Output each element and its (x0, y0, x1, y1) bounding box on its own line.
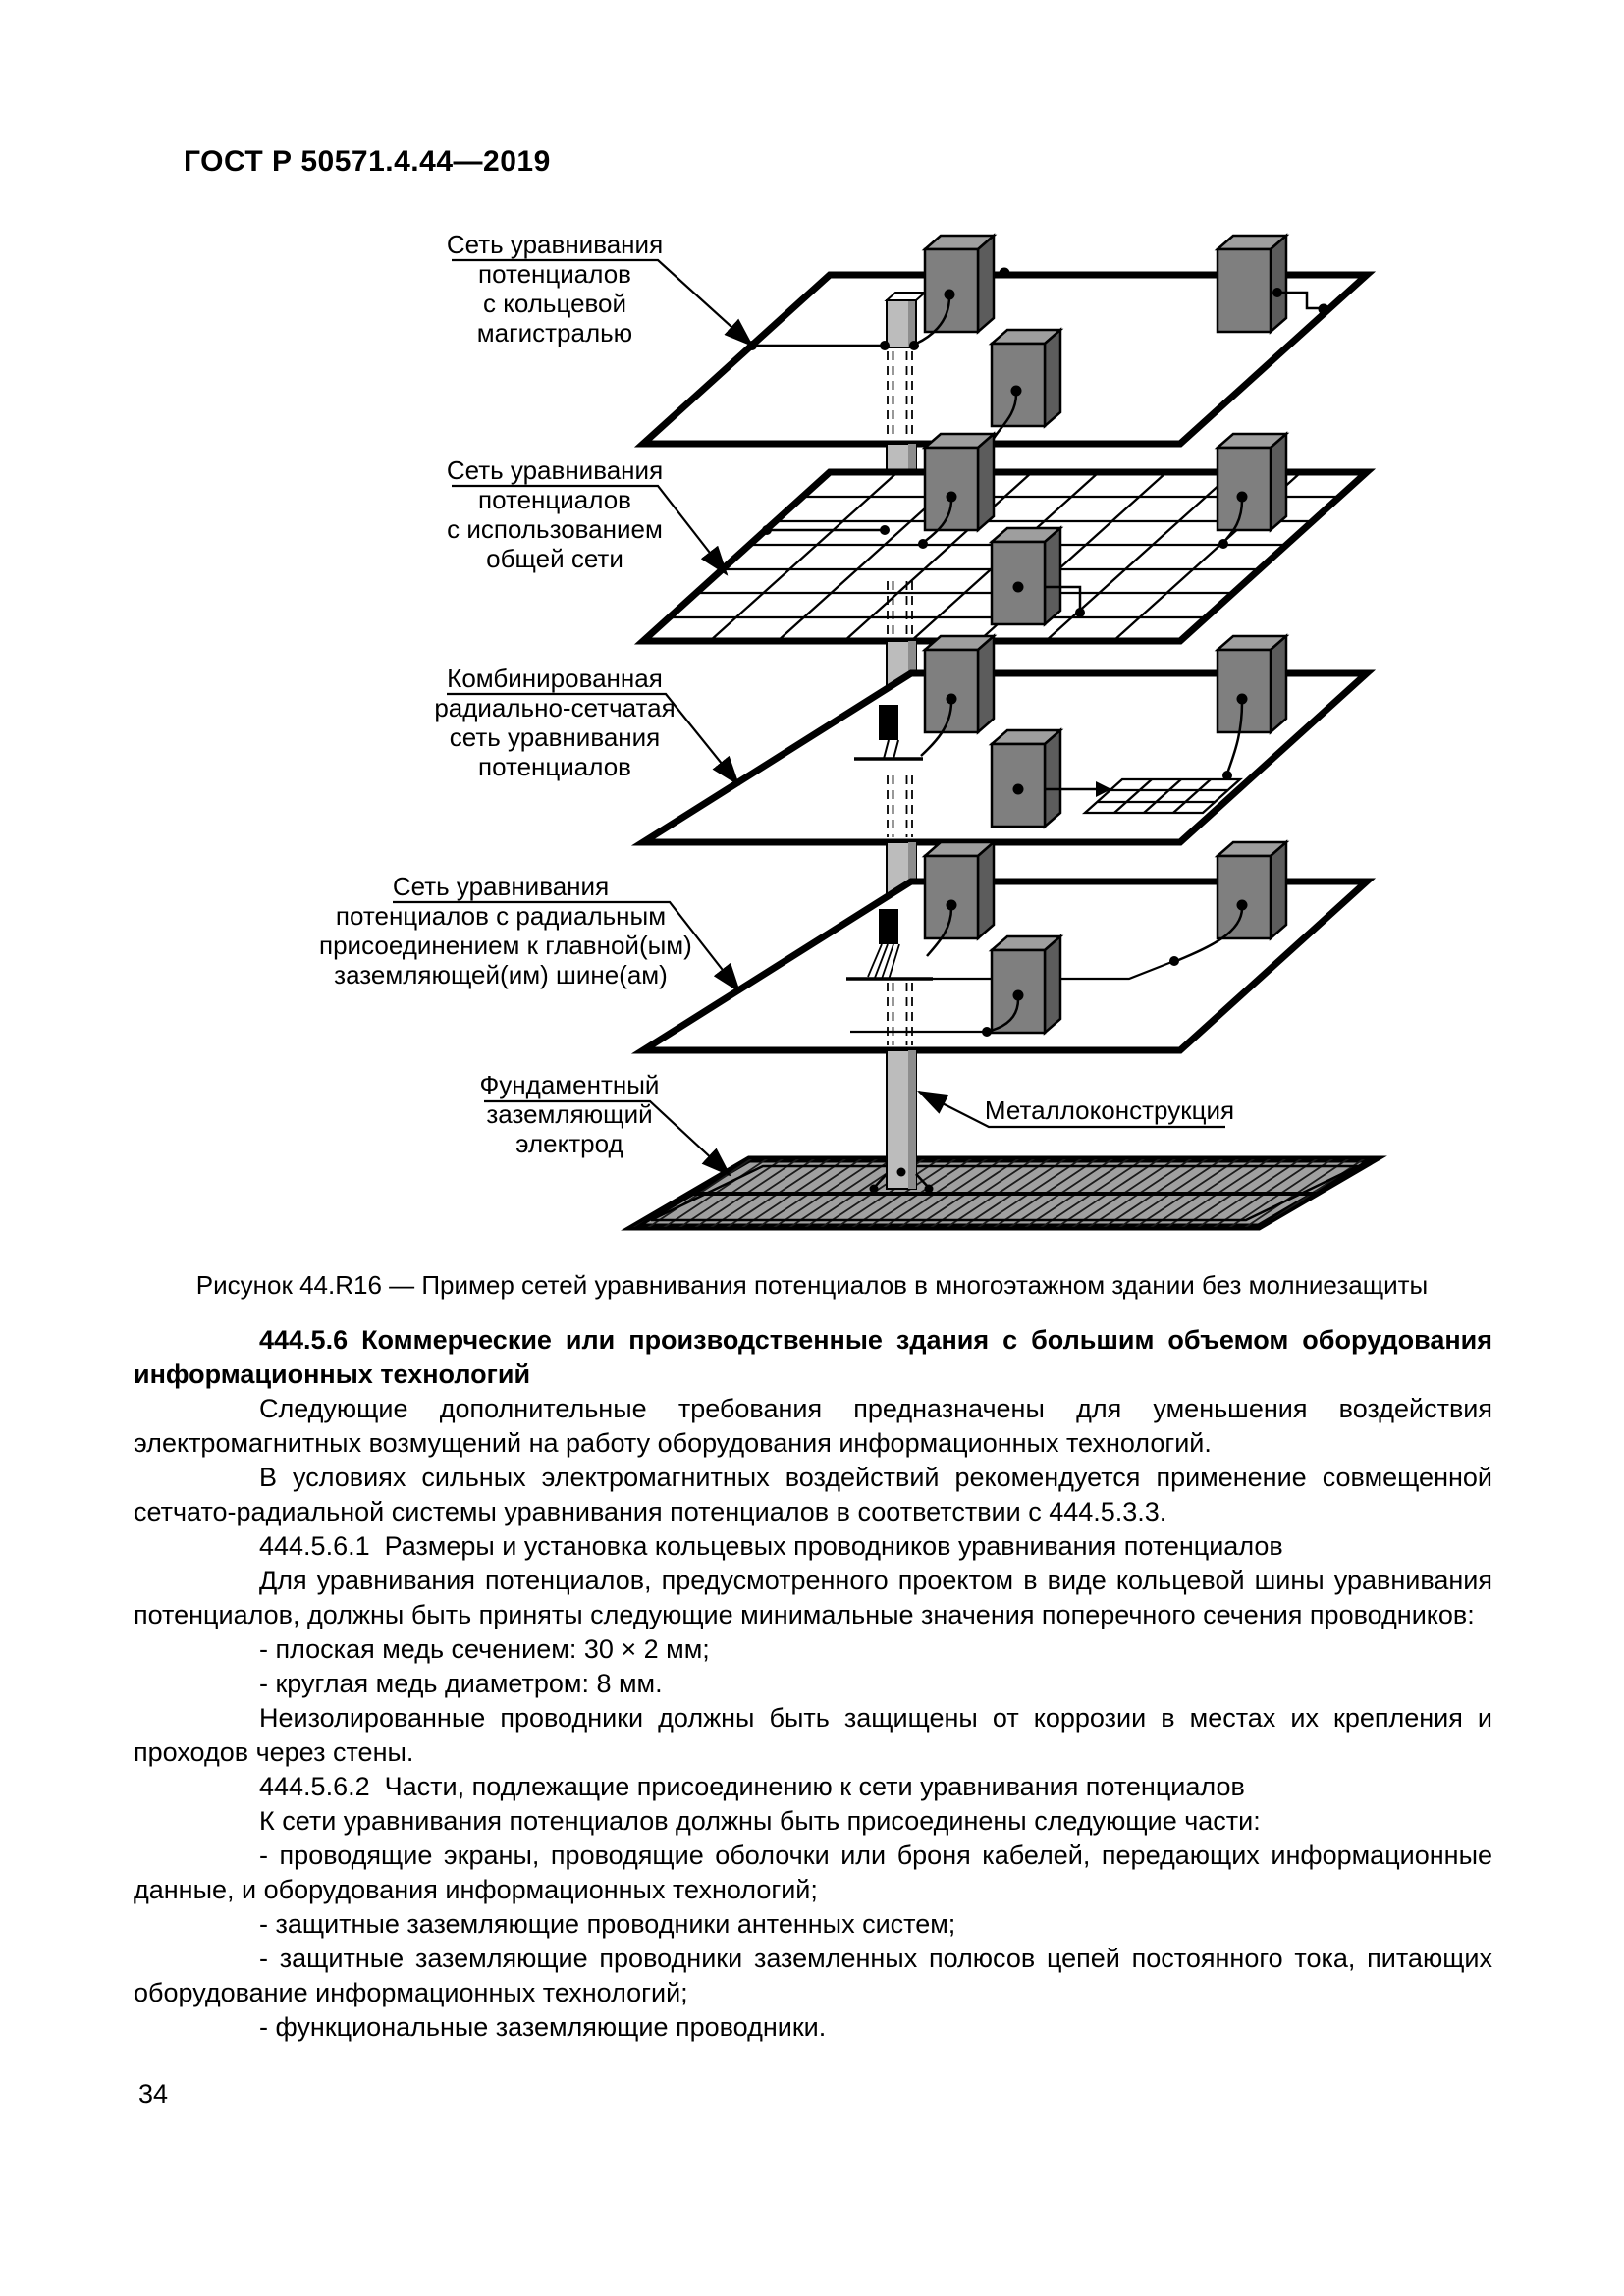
foundation-earth-electrode (621, 1155, 1387, 1231)
label-line: с использованием (447, 514, 663, 544)
document-body: 444.5.6 Коммерческие или производственны… (134, 1323, 1492, 2045)
it-equipment-box (923, 234, 996, 334)
paragraph: Неизолированные проводники должны быть з… (134, 1703, 1492, 1767)
list-item: - проводящие экраны, проводящие оболочки… (134, 1841, 1492, 1904)
label-line: с кольцевой (482, 289, 627, 318)
it-equipment-box (990, 526, 1062, 626)
label-line: магистралью (476, 318, 633, 347)
floor-2-mesh (643, 432, 1367, 641)
label-line: сеть уравнивания (449, 722, 661, 752)
label-line: заземляющий (486, 1099, 653, 1129)
it-equipment-box (990, 728, 1062, 828)
diagram-label-metal-structure: Металлоконструкция (982, 1095, 1237, 1125)
connector-arrow (1096, 781, 1111, 797)
list-item: - защитные заземляющие проводники заземл… (134, 1944, 1492, 2007)
clause-heading: 444.5.6.2 Части, подлежащие присоединени… (259, 1772, 1245, 1801)
list-item: - плоская медь сечением: 30 × 2 мм; (259, 1634, 710, 1664)
paragraph: В условиях сильных электромагнитных возд… (134, 1463, 1492, 1526)
paragraph: К сети уравнивания потенциалов должны бы… (259, 1806, 1261, 1836)
paragraph: Следующие дополнительные требования пред… (134, 1394, 1492, 1458)
floor-4-radial (643, 840, 1367, 1050)
diagram-label-foundation: Фундаментный заземляющий электрод (461, 1070, 677, 1158)
label-line: Фундаментный (479, 1070, 660, 1099)
section-heading: 444.5.6 Коммерческие или производственны… (134, 1325, 1492, 1389)
list-item: - защитные заземляющие проводники антенн… (259, 1909, 956, 1939)
conductor-bundle (867, 943, 900, 981)
it-equipment-box (990, 934, 1062, 1035)
clause-heading: 444.5.6.1 Размеры и установка кольцевых … (259, 1531, 1283, 1561)
label-line: потенциалов (477, 752, 631, 781)
metal-column-stub (884, 292, 928, 348)
figure-diagram (393, 234, 1387, 1231)
it-equipment-box (1216, 840, 1288, 940)
label-line: Комбинированная (447, 664, 663, 693)
mesh-patch (1081, 777, 1244, 815)
label-line: присоединением к главной(ым) (319, 931, 692, 960)
it-equipment-box (1216, 432, 1288, 532)
label-line: Металлоконструкция (984, 1095, 1235, 1125)
label-line: потенциалов (477, 485, 631, 514)
label-line: общей сети (486, 544, 623, 573)
main-earthing-busbar (879, 909, 898, 944)
label-line: электрод (515, 1129, 623, 1158)
page-number: 34 (138, 2079, 169, 2109)
diagram-label-combined: Комбинированная радиально-сетчатая сеть … (417, 664, 692, 781)
it-equipment-box (923, 840, 996, 940)
label-line: Сеть уравнивания (446, 455, 664, 485)
diagram-label-radial: Сеть уравнивания потенциалов с радиальны… (319, 872, 692, 989)
it-equipment-box (1216, 634, 1288, 734)
label-line: Сеть уравнивания (392, 872, 610, 901)
document-header: ГОСТ Р 50571.4.44—2019 (184, 145, 551, 178)
label-line: потенциалов с радиальным (335, 901, 667, 931)
floor-3-combined (643, 634, 1367, 842)
label-line: потенциалов (477, 259, 631, 289)
floor-1-ring (643, 234, 1367, 444)
diagram-label-mesh: Сеть уравнивания потенциалов с использов… (422, 455, 687, 573)
it-equipment-box (1216, 234, 1288, 334)
figure-caption: Рисунок 44.R16 — Пример сетей уравнивани… (195, 1270, 1429, 1300)
paragraph: Для уравнивания потенциалов, предусмотре… (134, 1566, 1492, 1629)
list-item: - круглая медь диаметром: 8 мм. (259, 1669, 663, 1698)
label-line: Сеть уравнивания (446, 230, 664, 259)
list-item: - функциональные заземляющие проводники. (259, 2012, 827, 2042)
earthing-busbar (879, 705, 898, 740)
it-equipment-box (990, 328, 1062, 428)
diagram-label-ring: Сеть уравнивания потенциалов с кольцевой… (422, 230, 687, 347)
it-equipment-box (923, 634, 996, 734)
metal-column (869, 1049, 934, 1194)
label-line: радиально-сетчатая (434, 693, 676, 722)
label-line: заземляющей(им) шине(ам) (334, 960, 668, 989)
label-leader-lines (393, 258, 1225, 1177)
it-equipment-box (923, 432, 996, 532)
